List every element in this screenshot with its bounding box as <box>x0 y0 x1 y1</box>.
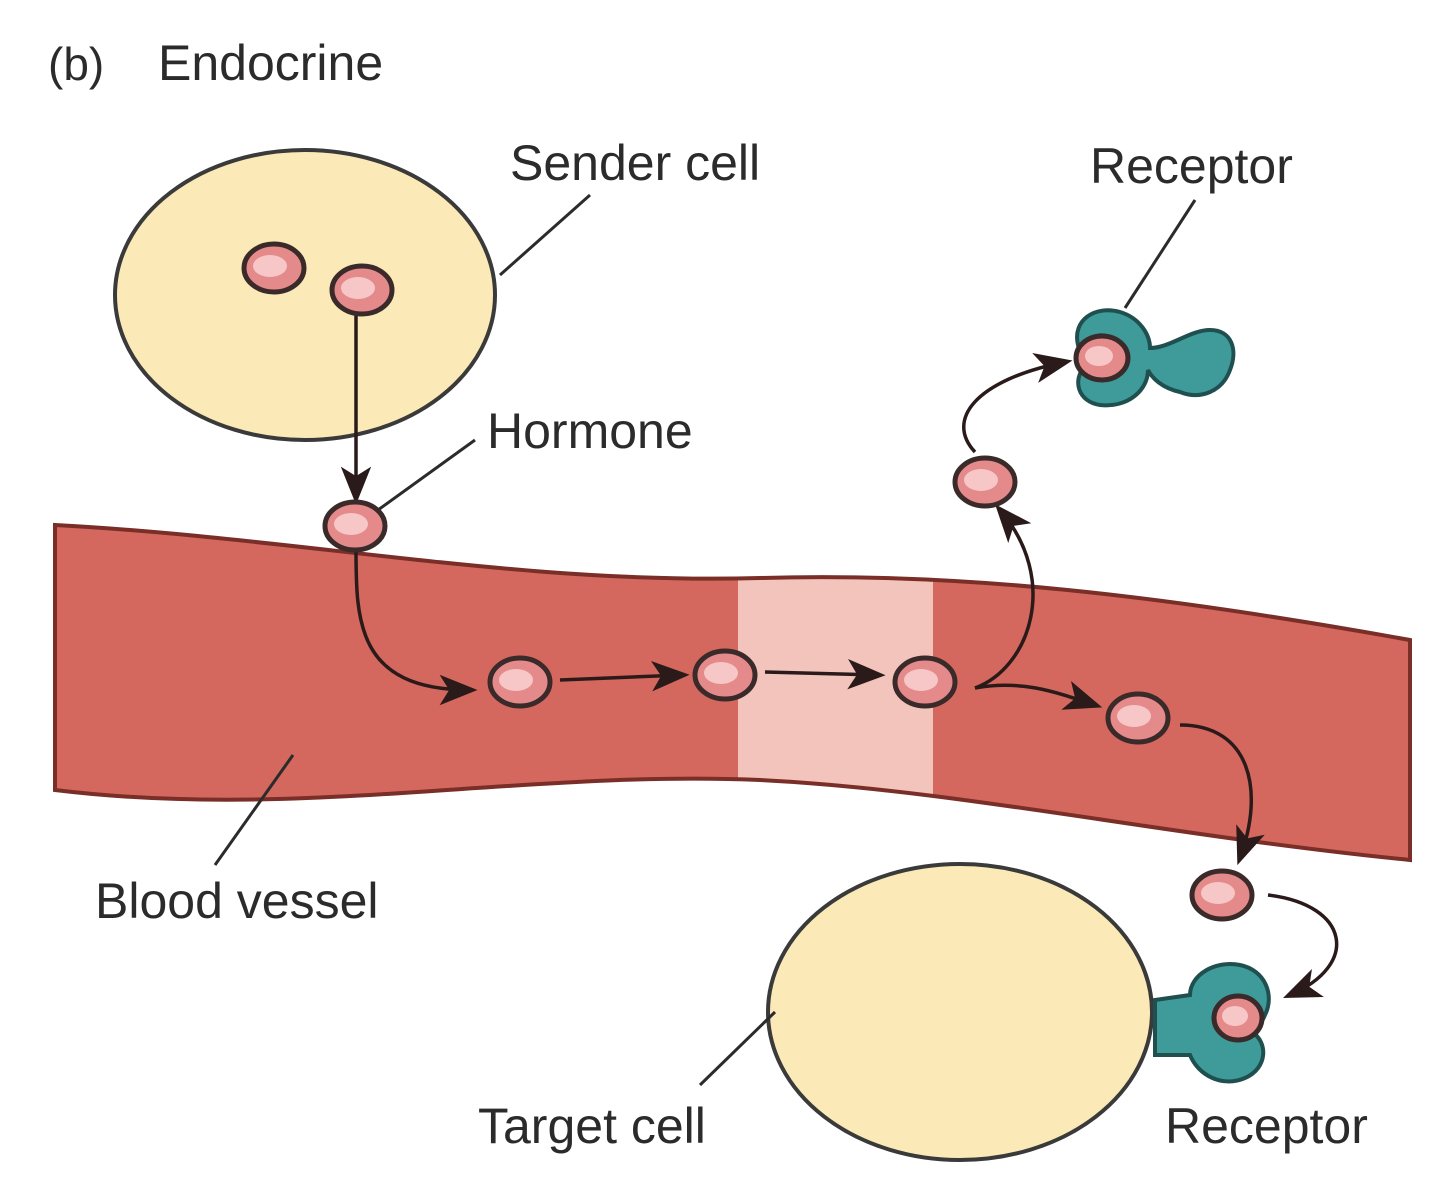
arrow-to-receptor-top <box>962 353 1073 454</box>
hormone-molecule <box>1105 691 1171 745</box>
target-cell <box>766 862 1154 1162</box>
diagram-title: Endocrine <box>158 35 383 91</box>
arrow-exit-down <box>1179 723 1265 866</box>
arrow-into-vessel <box>354 547 478 706</box>
hormones <box>241 241 1265 1043</box>
blood-vessel-leader <box>213 754 295 866</box>
arrow-to-receptor-bottom <box>1267 893 1339 998</box>
hormone-bound-receptor-bottom <box>1211 993 1265 1043</box>
sender-cell <box>113 148 497 442</box>
hormone-molecule <box>322 499 388 553</box>
hormone-molecule <box>329 263 395 317</box>
leader-lines <box>213 193 1197 1087</box>
hormone-leader <box>377 438 476 512</box>
hormone-molecule <box>241 241 307 295</box>
arrows <box>340 312 1339 998</box>
arrow-flow-2 <box>764 658 886 690</box>
hormone-molecule <box>892 655 958 709</box>
hormone-molecule <box>692 648 758 702</box>
receptor-top-leader <box>1123 199 1197 309</box>
receptor-bottom-label: Receptor <box>1165 1098 1368 1154</box>
arrow-flow-1 <box>559 661 690 692</box>
hormone-molecule <box>952 455 1018 509</box>
arrow-flow-3 <box>974 680 1103 710</box>
blood-vessel-label: Blood vessel <box>95 873 379 929</box>
sender-cell-leader <box>499 193 591 277</box>
hormone-label: Hormone <box>487 403 693 459</box>
hormone-bound-receptor-top <box>1073 333 1131 383</box>
receptor-top-label: Receptor <box>1090 138 1293 194</box>
target-cell-label: Target cell <box>478 1098 706 1154</box>
arrow-exit-up <box>974 504 1035 690</box>
panel-label: (b) <box>48 38 104 90</box>
sender-cell-label: Sender cell <box>510 135 760 191</box>
hormone-molecule <box>487 655 553 709</box>
blood-vessel-outline <box>53 522 1412 863</box>
hormone-molecule <box>1189 868 1255 922</box>
target-cell-leader <box>698 1010 777 1087</box>
